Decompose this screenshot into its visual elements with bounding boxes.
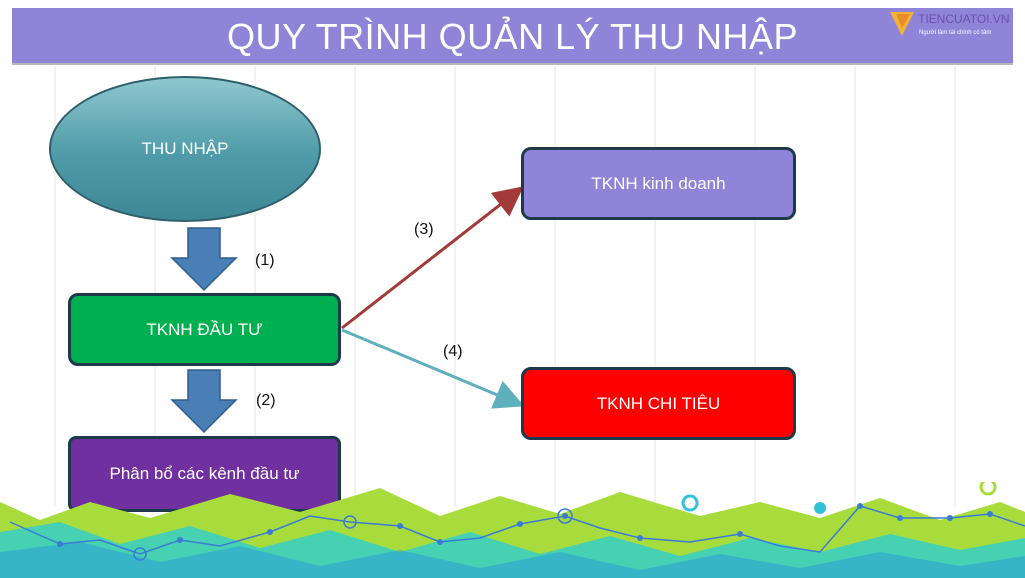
down-arrow-1 <box>170 227 238 292</box>
node-income: THU NHẬP <box>49 76 321 222</box>
decorative-footer <box>0 482 1025 578</box>
arrow-4 <box>341 328 525 409</box>
logo-icon <box>890 12 914 36</box>
logo-tagline: Người làm tài chính có tâm <box>919 30 992 36</box>
logo-text: TIENCUATOI.VN <box>918 12 1010 26</box>
header-banner: QUY TRÌNH QUẢN LÝ THU NHẬP <box>12 8 1013 65</box>
down-arrow-2 <box>170 369 238 434</box>
edge-label-4: (4) <box>443 343 463 360</box>
node-business-account: TKNH kinh doanh <box>521 147 796 220</box>
edge-label-3: (3) <box>414 221 434 238</box>
node-investment-account: TKNH ĐẦU TƯ <box>68 293 341 366</box>
edge-label-2: (2) <box>256 392 276 409</box>
arrow-3 <box>341 186 524 330</box>
page-title: QUY TRÌNH QUẢN LÝ THU NHẬP <box>226 16 799 57</box>
node-spending-account: TKNH CHI TIÊU <box>521 367 796 440</box>
edge-label-1: (1) <box>255 252 275 269</box>
